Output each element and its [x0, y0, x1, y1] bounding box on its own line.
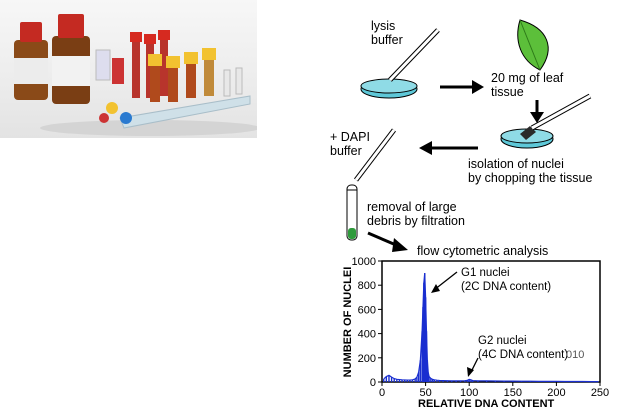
y-tick-label: 0 — [370, 377, 376, 389]
arrow-lysis-to-leaf — [440, 80, 484, 94]
arrow-filtration-to-analysis — [368, 233, 408, 252]
g1-annotation: G1 nuclei(2C DNA content) — [461, 266, 551, 294]
arrow-g2-annotation — [467, 358, 478, 377]
stray-text: 010 — [566, 348, 584, 362]
y-tick-label: 400 — [358, 329, 376, 341]
histogram-bar — [383, 379, 384, 382]
flow-analysis-label: flow cytometric analysis — [417, 244, 548, 258]
filtration-tube — [347, 185, 357, 240]
petri-dish-lysis — [361, 79, 417, 98]
y-tick-label: 1000 — [352, 256, 376, 268]
y-tick-label: 600 — [358, 304, 376, 316]
g2-annotation: G2 nuclei(4C DNA content) — [478, 334, 568, 362]
y-tick-label: 200 — [358, 353, 376, 365]
arrow-dish-to-dapi — [419, 141, 478, 155]
y-axis-label: NUMBER OF NUCLEI — [341, 252, 355, 392]
arrow-leaf-to-dish — [530, 100, 544, 123]
x-tick-label: 250 — [591, 387, 609, 399]
x-axis-label: RELATIVE DNA CONTENT — [418, 397, 554, 411]
petri-dish-chopping — [501, 126, 553, 148]
arrow-g1-annotation — [431, 272, 457, 293]
leaf-icon — [518, 20, 548, 70]
y-tick-label: 800 — [358, 280, 376, 292]
x-tick-label: 0 — [379, 387, 385, 399]
